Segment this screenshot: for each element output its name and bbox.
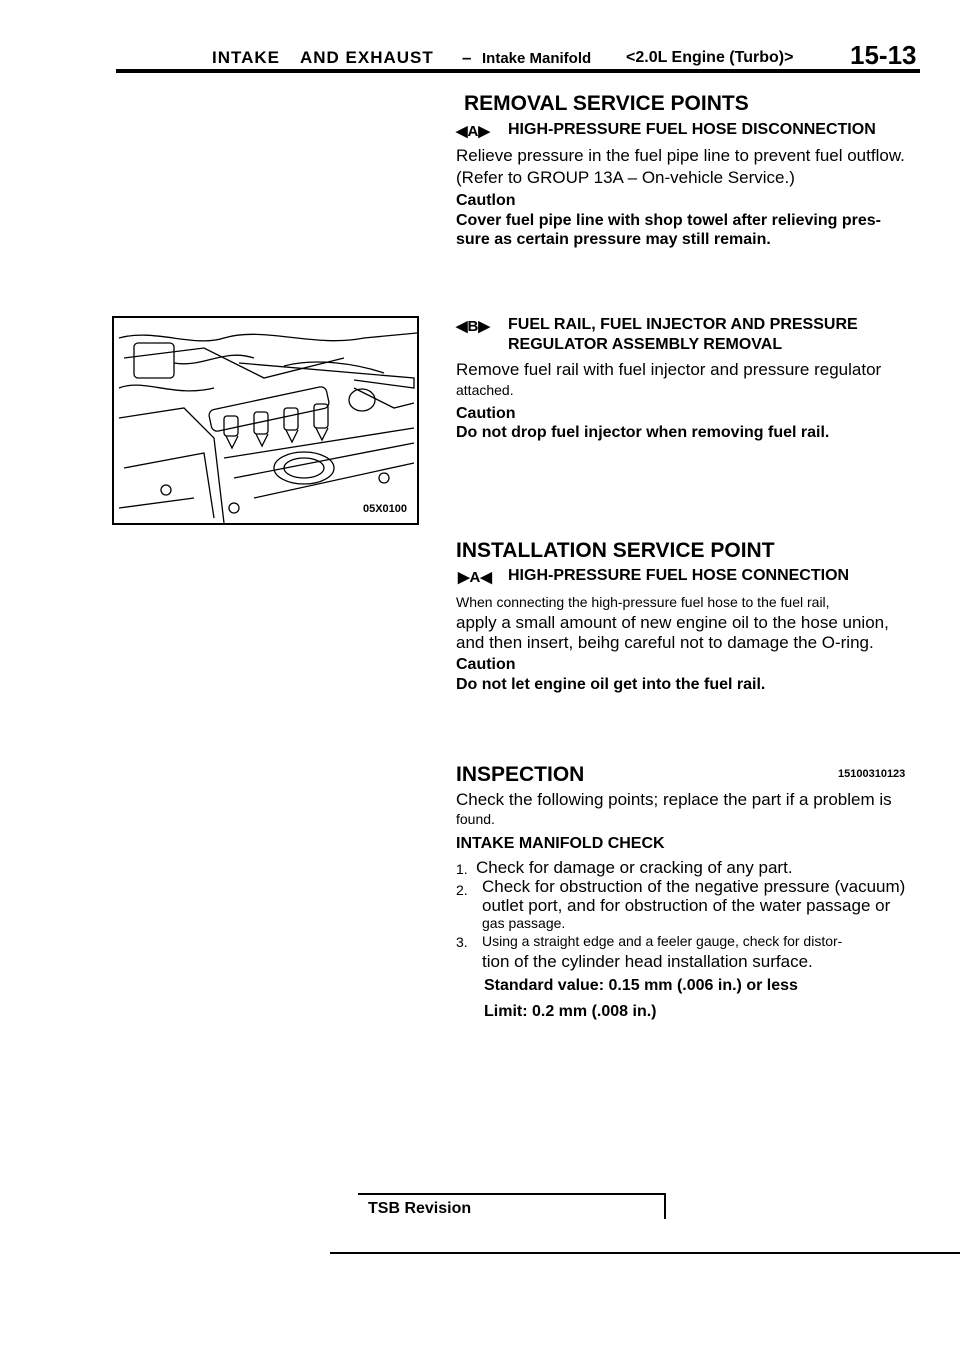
figure-code: 05X0100 [360, 503, 409, 515]
removal-a-caution-line1: Cover fuel pipe line with shop towel aft… [456, 212, 881, 229]
removal-heading: REMOVAL SERVICE POINTS [464, 92, 749, 115]
removal-b-caution-label: Caution [456, 405, 516, 422]
installation-caution-label: Caution [456, 656, 516, 673]
installation-line2: apply a small amount of new engine oil t… [456, 613, 889, 632]
header-subtitle: Intake Manifold [482, 50, 592, 67]
header-engine: <2.0L Engine (Turbo)> [626, 49, 794, 66]
header-section: INTAKE [212, 48, 281, 67]
removal-b-title-line1: FUEL RAIL, FUEL INJECTOR AND PRESSURE [508, 316, 858, 333]
installation-caution-line1: Do not let engine oil get into the fuel … [456, 676, 766, 693]
inspection-line2: found. [456, 811, 495, 827]
inspection-line1: Check the following points; replace the … [456, 790, 892, 809]
item-2-cont1: outlet port, and for obstruction of the … [482, 896, 891, 915]
removal-b-line1: Remove fuel rail with fuel injector and … [456, 360, 882, 379]
installation-line1: When connecting the high-pressure fuel h… [456, 594, 830, 610]
header-title: AND EXHAUST [300, 48, 434, 67]
inspection-subheading: INTAKE MANIFOLD CHECK [456, 835, 665, 852]
header-dash: – [462, 48, 473, 67]
item-3-number: 3. [456, 934, 468, 950]
removal-a-marker: ◀A▶ [456, 123, 490, 140]
header-rule [116, 69, 920, 73]
item-1-text: Check for damage or cracking of any part… [476, 858, 793, 877]
removal-a-line2: (Refer to GROUP 13A – On-vehicle Service… [456, 168, 795, 187]
installation-heading: INSTALLATION SERVICE POINT [456, 539, 775, 562]
inspection-code: 15100310123 [838, 768, 906, 780]
footer-box [358, 1193, 666, 1219]
removal-a-line1: Relieve pressure in the fuel pipe line t… [456, 146, 905, 165]
installation-title: HIGH-PRESSURE FUEL HOSE CONNECTION [508, 567, 850, 584]
item-3-text: Using a straight edge and a feeler gauge… [482, 933, 843, 949]
item-2-number: 2. [456, 882, 468, 898]
item-1-number: 1. [456, 861, 468, 877]
removal-b-title-line2: REGULATOR ASSEMBLY REMOVAL [508, 336, 783, 353]
item-3-cont1: tion of the cylinder head installation s… [482, 952, 813, 971]
removal-b-caution-line1: Do not drop fuel injector when removing … [456, 424, 830, 441]
removal-a-caution-line2: sure as certain pressure may still remai… [456, 231, 771, 248]
engine-illustration [118, 332, 417, 523]
item-2-text: Check for obstruction of the negative pr… [482, 877, 906, 896]
installation-marker: ▶A◀ [458, 569, 492, 586]
limit-value: Limit: 0.2 mm (.008 in.) [484, 1003, 657, 1020]
installation-line3: and then insert, beihg careful not to da… [456, 633, 874, 652]
removal-b-marker: ◀B▶ [456, 318, 490, 335]
tsb-revision-label: TSB Revision [368, 1200, 472, 1217]
standard-value: Standard value: 0.15 mm (.006 in.) or le… [484, 977, 798, 994]
inspection-heading: INSPECTION [456, 763, 585, 786]
item-2-cont2: gas passage. [482, 915, 566, 931]
removal-a-caution-label: Cautlon [456, 192, 516, 209]
page-number: 15-13 [850, 40, 917, 70]
removal-a-title: HIGH-PRESSURE FUEL HOSE DISCONNECTION [508, 121, 876, 138]
engine-figure: 05X0100 [112, 316, 419, 525]
removal-b-line2: attached. [456, 382, 514, 398]
footer-rule [330, 1252, 960, 1254]
